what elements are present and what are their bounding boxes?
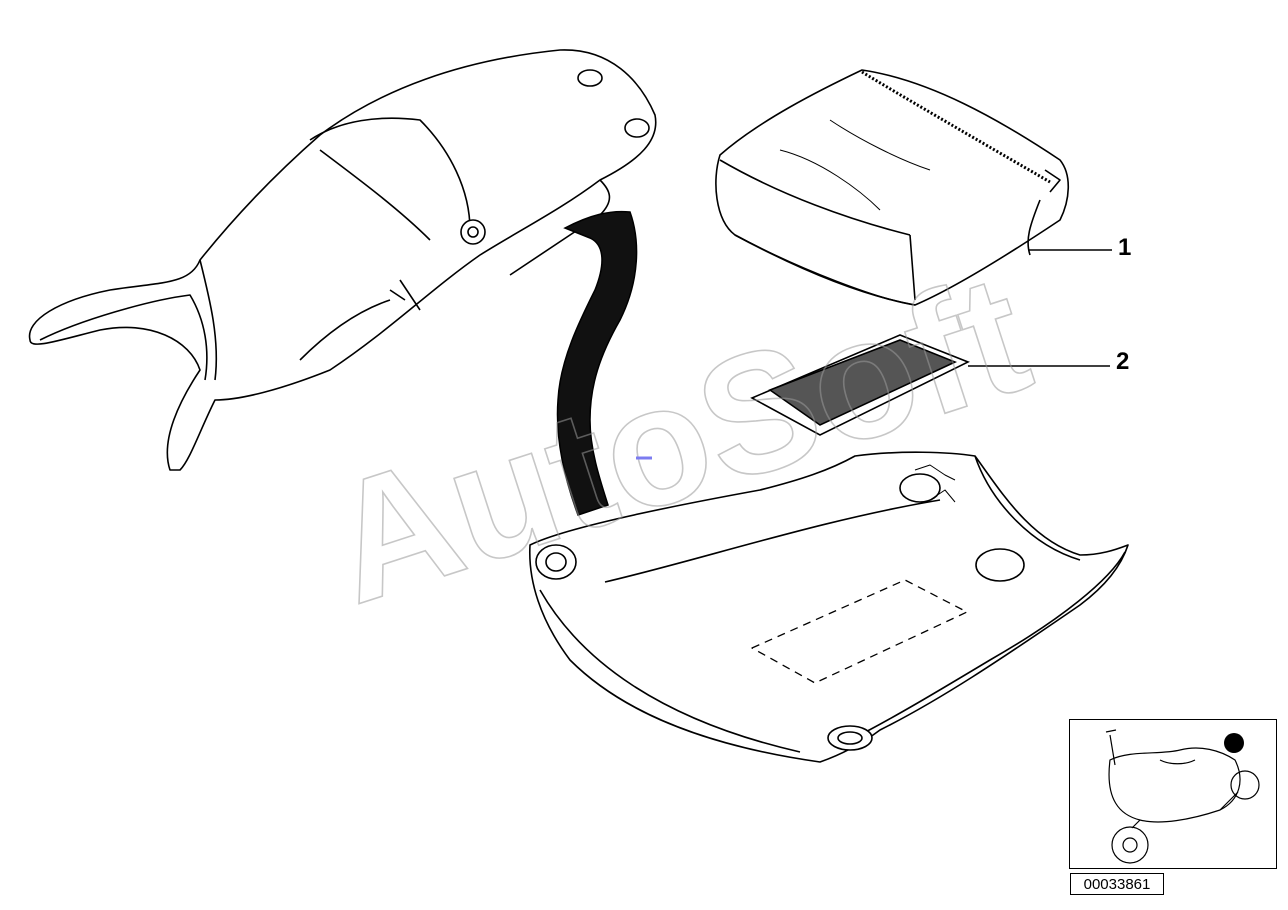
velcro-pad (750, 334, 970, 436)
seat-base-tray (528, 451, 1129, 763)
tool-pouch (715, 69, 1070, 306)
motorcycle-seat (28, 49, 657, 471)
velcro-strip (556, 210, 638, 516)
location-marker (1224, 733, 1244, 753)
motorcycle-icon (1105, 729, 1260, 864)
reference-number: 00033861 (1070, 873, 1164, 895)
callout-item-1: 1 (1118, 234, 1132, 261)
callout-item-2: 2 (1116, 348, 1130, 375)
motorcycle-locator-thumbnail (1069, 719, 1277, 869)
